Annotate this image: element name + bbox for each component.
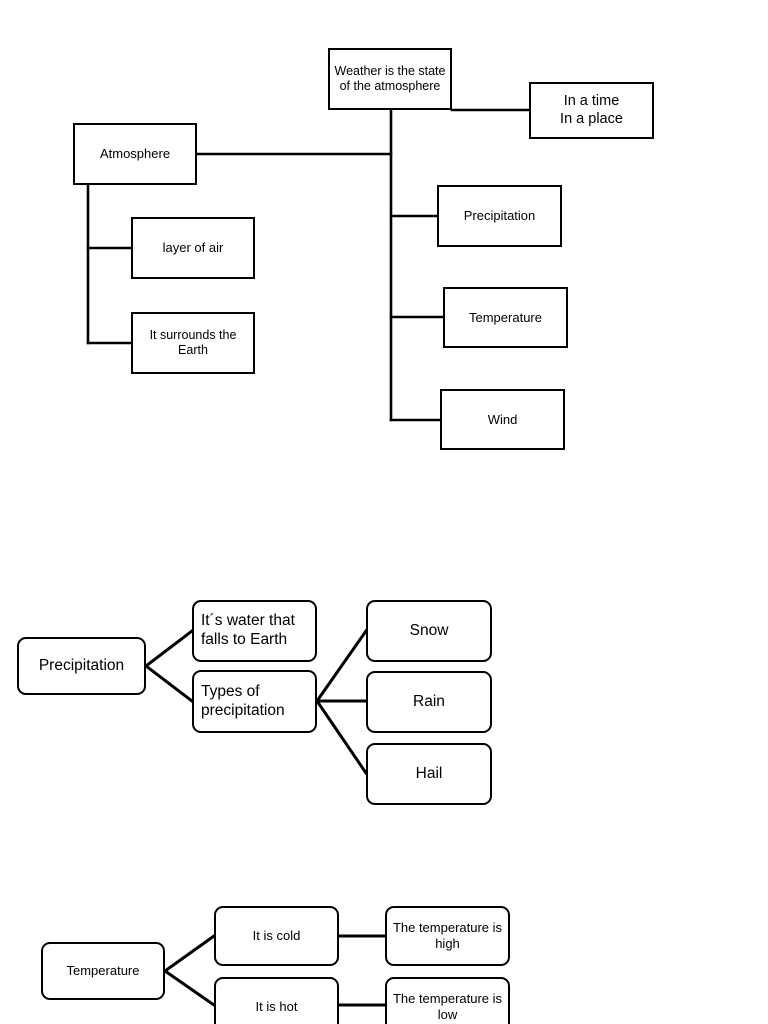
node-it-is-hot[interactable]: It is hot: [214, 977, 339, 1024]
node-wind[interactable]: Wind: [440, 389, 565, 450]
connector-temperature-to-hot: [162, 968, 217, 1008]
connector-temperature-to-cold: [162, 933, 217, 974]
node-weather-definition[interactable]: Weather is the state of the atmosphere: [328, 48, 452, 110]
connector-precip-to-types: [143, 663, 195, 704]
node-temperature-is-low[interactable]: The temperature is low: [385, 977, 510, 1024]
node-layer-of-air[interactable]: layer of air: [131, 217, 255, 279]
node-hail[interactable]: Hail: [366, 743, 492, 805]
node-rain[interactable]: Rain: [366, 671, 492, 733]
node-snow[interactable]: Snow: [366, 600, 492, 662]
node-it-surrounds-the-earth[interactable]: It surrounds the Earth: [131, 312, 255, 374]
node-types-of-precipitation[interactable]: Types of precipitation: [192, 670, 317, 733]
node-temperature-is-high[interactable]: The temperature is high: [385, 906, 510, 966]
node-it-is-cold[interactable]: It is cold: [214, 906, 339, 966]
node-temperature-top[interactable]: Temperature: [443, 287, 568, 348]
node-precipitation-top[interactable]: Precipitation: [437, 185, 562, 247]
connector-types-to-hail: [314, 698, 369, 776]
node-temperature-root[interactable]: Temperature: [41, 942, 165, 1000]
node-atmosphere[interactable]: Atmosphere: [73, 123, 197, 185]
connector-precip-to-definition: [143, 628, 195, 669]
connector-types-to-snow: [314, 628, 369, 704]
node-precipitation-definition[interactable]: It´s water that falls to Earth: [192, 600, 317, 662]
node-in-a-time-in-a-place[interactable]: In a time In a place: [529, 82, 654, 139]
node-precipitation-root[interactable]: Precipitation: [17, 637, 146, 695]
